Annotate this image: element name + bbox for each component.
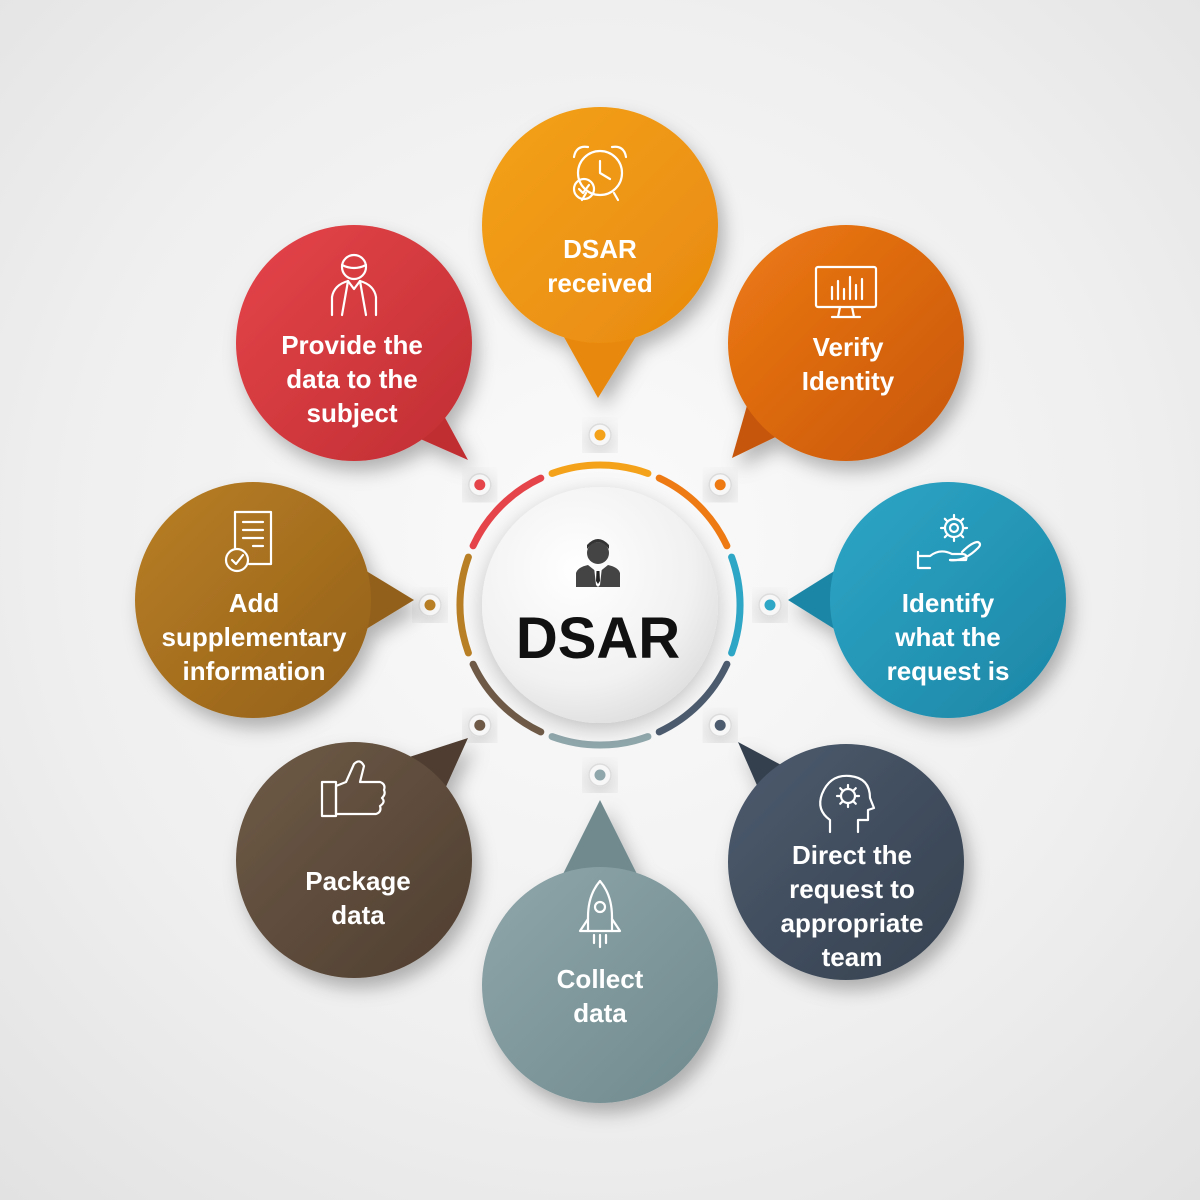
step-label-line: team	[822, 942, 883, 972]
step-label-provide: Provide the data to the subject	[281, 330, 423, 428]
step-label-line: DSAR	[563, 234, 637, 264]
businessman-icon	[576, 539, 620, 587]
thumbs-up-icon	[320, 760, 386, 818]
step-bubble-direct: Direct the request to appropriate team	[728, 742, 964, 980]
step-label-line: Verify	[813, 332, 884, 362]
step-bubble-provide: Provide the data to the subject	[236, 225, 472, 461]
step-label-line: received	[547, 268, 653, 298]
bubble-circle	[135, 482, 371, 718]
step-label-line: request to	[789, 874, 915, 904]
center-circle	[482, 487, 718, 723]
bubble-tail	[560, 800, 640, 880]
step-bubble-collect: Collect data	[482, 800, 718, 1103]
step-label-line: Direct the	[792, 840, 912, 870]
monitor-chart-icon	[814, 265, 878, 319]
step-label-line: Provide the	[281, 330, 423, 360]
rocket-icon	[578, 879, 622, 949]
step-label-line: subject	[306, 398, 397, 428]
head-gear-icon	[819, 774, 876, 834]
bubble-circle	[728, 744, 964, 980]
step-label-collect: Collect data	[557, 964, 644, 1028]
step-label-line: data	[573, 998, 627, 1028]
ring-arc-collect	[548, 733, 652, 749]
step-bubble-identify: Identify what the request is	[788, 482, 1066, 718]
step-label-line: supplementary	[162, 622, 347, 652]
step-label-line: what the	[894, 622, 1000, 652]
ring-arc-supplement	[456, 553, 472, 657]
bubble-circle	[236, 225, 472, 461]
step-bubble-received: DSAR received	[482, 107, 718, 398]
step-label-line: request is	[887, 656, 1010, 686]
step-label-line: data to the	[286, 364, 417, 394]
alarm-clock-check-icon	[572, 145, 628, 202]
bubble-circle	[728, 225, 964, 461]
step-label-supplement: Add supplementary information	[162, 588, 347, 686]
bubble-circle	[482, 107, 718, 343]
step-label-direct: Direct the request to appropriate team	[780, 840, 923, 972]
step-label-package: Package data	[305, 866, 411, 930]
progress-ring	[418, 423, 782, 787]
step-bubble-package: Package data	[236, 738, 472, 978]
step-label-line: appropriate	[780, 908, 923, 938]
ring-arc-provide	[469, 474, 545, 550]
document-check-icon	[224, 510, 273, 573]
gear-hand-icon	[916, 513, 982, 570]
bubble-tail	[400, 738, 468, 800]
step-bubble-supplement: Add supplementary information	[135, 482, 414, 718]
person-icon	[330, 253, 378, 317]
step-label-line: Package	[305, 866, 411, 896]
bubble-circle	[236, 742, 472, 978]
ring-arc-verify	[655, 474, 731, 550]
bubble-circle	[482, 867, 718, 1103]
ring-arc-identify	[728, 553, 744, 657]
step-label-line: Collect	[557, 964, 644, 994]
ring-arc-received	[548, 461, 652, 477]
step-label-identify: Identify what the request is	[887, 588, 1010, 686]
step-label-line: Add	[229, 588, 280, 618]
bubble-circle	[830, 482, 1066, 718]
step-label-line: Identity	[802, 366, 895, 396]
ring-arc-package	[469, 660, 545, 736]
bubble-tail	[560, 330, 640, 398]
step-label-line: information	[183, 656, 326, 686]
center-hub: DSAR	[482, 487, 718, 723]
step-label-received: DSAR received	[547, 234, 653, 298]
step-label-line: data	[331, 900, 385, 930]
step-label-line: Identify	[902, 588, 995, 618]
center-title: DSAR	[516, 606, 680, 671]
ring-arc-direct	[655, 660, 731, 736]
